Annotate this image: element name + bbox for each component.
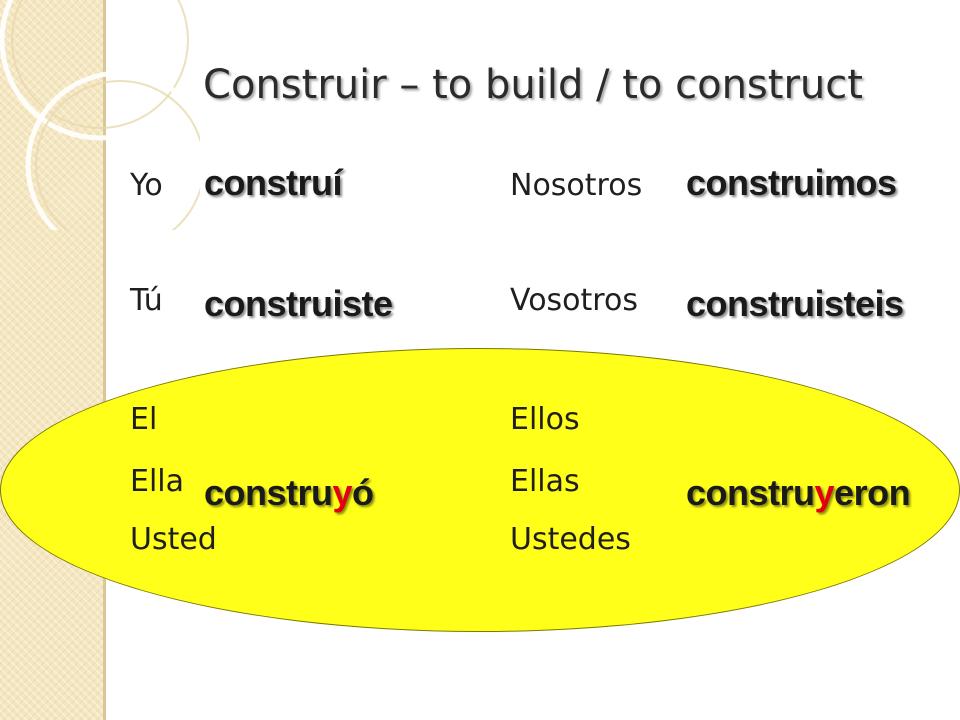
decorative-circles bbox=[0, 0, 200, 230]
pronoun-ustedes: Ustedes bbox=[510, 522, 631, 557]
conjugation-yo: construí bbox=[204, 162, 343, 203]
verb-ending: ó bbox=[352, 472, 374, 513]
slide-title: Construir – to build / to construct bbox=[203, 62, 863, 108]
conjugation-nosotros: construimos bbox=[686, 162, 897, 203]
highlight-ellipse bbox=[0, 348, 960, 632]
pronoun-nosotros: Nosotros bbox=[510, 168, 643, 203]
conjugation-vosotros: construisteis bbox=[686, 283, 904, 324]
verb-ending: eron bbox=[834, 472, 911, 513]
conjugation-el-ella-usted: construyó bbox=[204, 472, 374, 514]
highlight-letter: y bbox=[332, 472, 353, 513]
conjugation-tu: construiste bbox=[204, 283, 393, 324]
pronoun-ella: Ella bbox=[130, 464, 185, 499]
pronoun-el: El bbox=[130, 402, 158, 437]
pronoun-usted: Usted bbox=[130, 522, 217, 557]
verb-stem: constru bbox=[686, 472, 815, 513]
pronoun-tu: Tú bbox=[130, 283, 163, 318]
highlight-letter: y bbox=[814, 472, 835, 513]
verb-stem: constru bbox=[204, 472, 333, 513]
pronoun-ellas: Ellas bbox=[510, 464, 580, 499]
side-strip-edge bbox=[103, 0, 106, 720]
pronoun-yo: Yo bbox=[130, 168, 163, 203]
decorative-side-strip bbox=[0, 0, 106, 720]
pronoun-ellos: Ellos bbox=[510, 402, 580, 437]
pronoun-vosotros: Vosotros bbox=[510, 283, 638, 318]
conjugation-ellos-ellas-ustedes: construyeron bbox=[686, 472, 911, 514]
